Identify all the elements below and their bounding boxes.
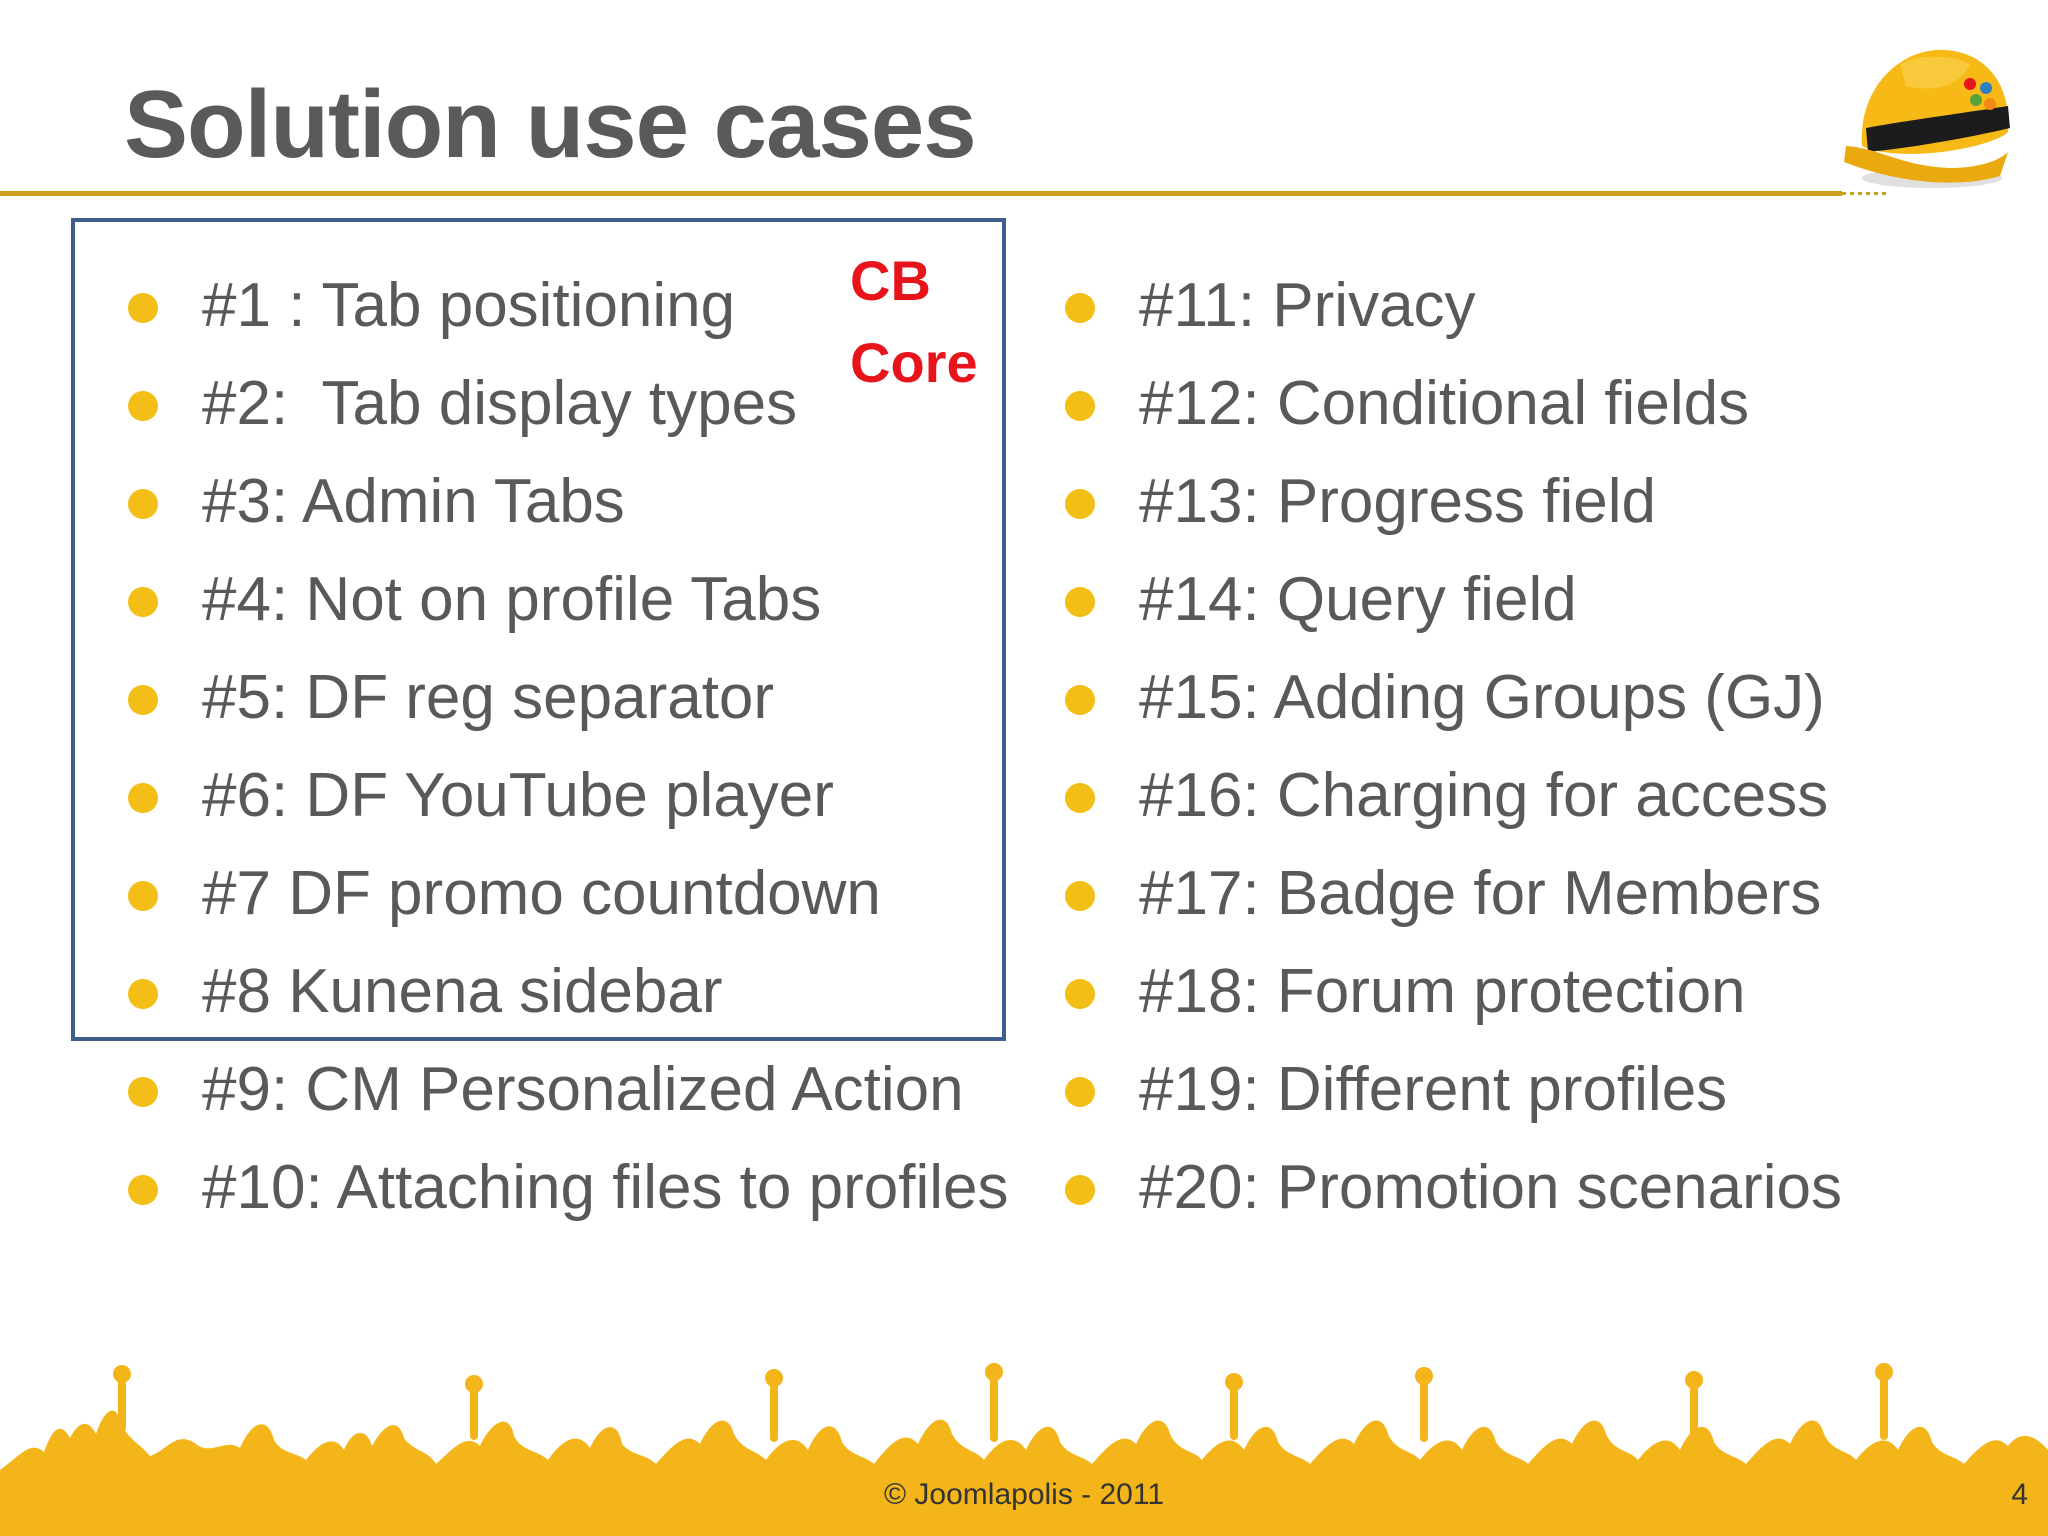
list-item: #12: Conditional fields [1065,363,1985,461]
list-item-text: #11: Privacy [1139,271,1476,340]
bullet-dot-icon [1065,391,1095,421]
list-item: #10: Attaching files to profiles [128,1147,1022,1245]
cb-core-label-line1: CB [850,249,931,312]
list-item: #19: Different profiles [1065,1049,1985,1147]
bullet-dot-icon [128,391,158,421]
bullet-dot-icon [1065,979,1095,1009]
bullet-dot-icon [128,293,158,323]
bullet-dot-icon [1065,881,1095,911]
title-underline [0,191,1842,196]
list-item-text: #3: Admin Tabs [202,467,625,536]
bullet-dot-icon [128,979,158,1009]
construction-helmet-icon [1844,49,2010,188]
list-item-text: #10: Attaching files to profiles [202,1153,1009,1222]
list-item: #13: Progress field [1065,461,1985,559]
list-item: #11: Privacy [1065,265,1985,363]
bullet-dot-icon [1065,1077,1095,1107]
list-item-text: #14: Query field [1139,565,1577,634]
bullet-dot-icon [1065,489,1095,519]
list-item-text: #16: Charging for access [1139,761,1829,830]
bullet-dot-icon [128,587,158,617]
list-item: #4: Not on profile Tabs [128,559,1008,657]
bullet-dot-icon [1065,587,1095,617]
list-item-text: #8 Kunena sidebar [202,957,723,1026]
list-item: #7 DF promo countdown [128,853,1008,951]
list-item: #5: DF reg separator [128,657,1008,755]
title-underline-dots [1842,192,1886,195]
bullet-dot-icon [1065,783,1095,813]
bullet-dot-icon [128,489,158,519]
bullet-dot-icon [1065,1175,1095,1205]
list-item-text: #17: Badge for Members [1139,859,1822,928]
cb-core-box [71,218,1006,1041]
list-item-text: #12: Conditional fields [1139,369,1750,438]
list-item-text: #15: Adding Groups (GJ) [1139,663,1825,732]
list-item: #6: DF YouTube player [128,755,1008,853]
slide-title: Solution use cases [124,71,977,178]
cb-core-label: CB Core [850,240,978,404]
bullet-dot-icon [128,1077,158,1107]
cheering-crowd-silhouette [0,1363,2048,1536]
list-item-text: #1 : Tab positioning [202,271,736,340]
list-item: #9: CM Personalized Action [128,1049,1008,1147]
list-item: #17: Badge for Members [1065,853,1985,951]
bullet-dot-icon [128,783,158,813]
page-number: 4 [2011,1478,2028,1511]
bullet-dot-icon [128,685,158,715]
list-item-text: #20: Promotion scenarios [1139,1153,1843,1222]
list-item-text: #4: Not on profile Tabs [202,565,822,634]
list-item: #16: Charging for access [1065,755,1985,853]
list-item-text: #18: Forum protection [1139,957,1746,1026]
list-item-text: #19: Different profiles [1139,1055,1728,1124]
bullet-dot-icon [128,881,158,911]
list-item-text: #6: DF YouTube player [202,761,834,830]
list-item: #18: Forum protection [1065,951,1985,1049]
list-item-text: #9: CM Personalized Action [202,1055,964,1124]
bullet-dot-icon [128,1175,158,1205]
list-item-text: #13: Progress field [1139,467,1656,536]
use-case-list-right: #11: Privacy #12: Conditional fields #13… [1065,265,1985,1245]
list-item-text: #5: DF reg separator [202,663,775,732]
bullet-dot-icon [1065,293,1095,323]
list-item: #3: Admin Tabs [128,461,1008,559]
list-item: #15: Adding Groups (GJ) [1065,657,1985,755]
list-item: #14: Query field [1065,559,1985,657]
list-item-text: #7 DF promo countdown [202,859,881,928]
list-item: #20: Promotion scenarios [1065,1147,1985,1245]
footer-copyright: © Joomlapolis - 2011 [883,1478,1165,1511]
list-item: #2: Tab display types [128,363,1008,461]
list-item: #1 : Tab positioning [128,265,1008,363]
bullet-dot-icon [1065,685,1095,715]
use-case-list-left: #1 : Tab positioning #2: Tab display typ… [128,265,1008,1245]
cb-core-label-line2: Core [850,331,978,394]
list-item-text: #2: Tab display types [202,369,798,438]
list-item: #8 Kunena sidebar [128,951,1008,1049]
